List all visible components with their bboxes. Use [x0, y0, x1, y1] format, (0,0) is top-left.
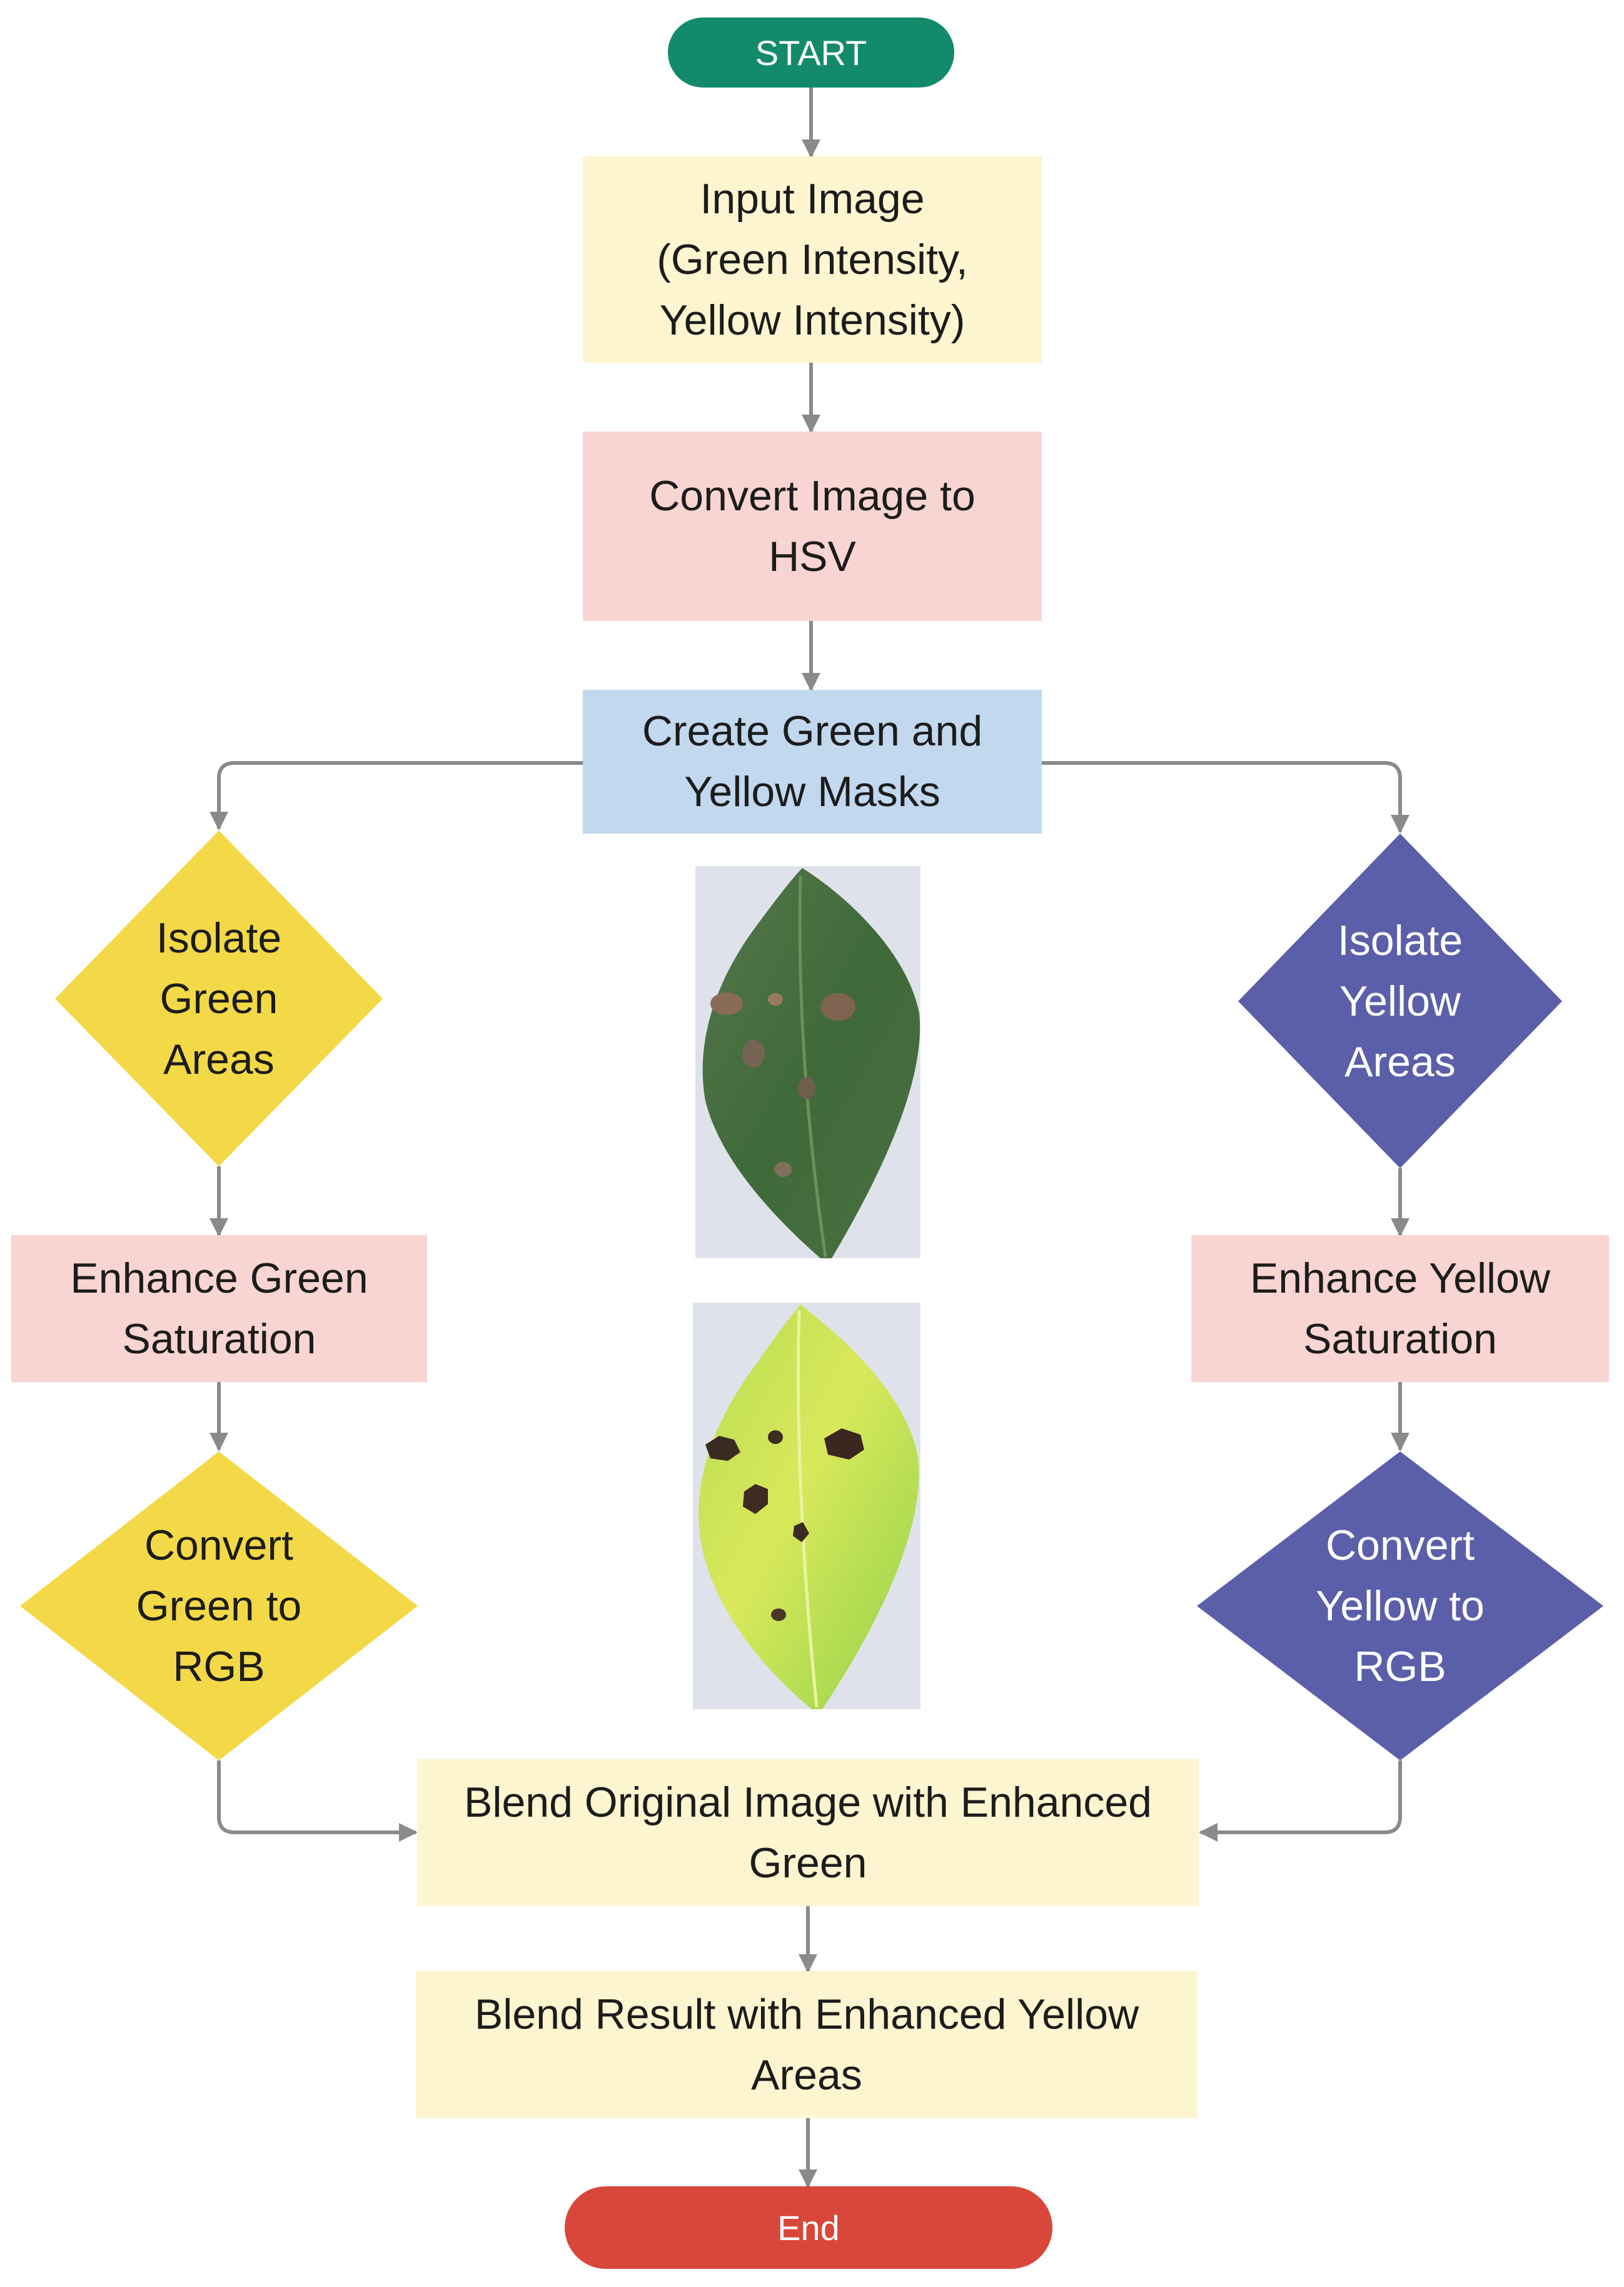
leaf-original-spot [774, 1162, 792, 1177]
connector-convert-green-blend [217, 1760, 418, 1842]
isolate-green-label: Isolate Green Areas [156, 914, 282, 1083]
enhance-green-node[interactable]: Enhance Green Saturation [11, 1235, 427, 1382]
leaf-enhanced-spot [824, 1428, 864, 1460]
end-label: End [777, 2208, 840, 2248]
leaf-enhanced-spot [768, 1430, 783, 1444]
end-node[interactable]: End [565, 2186, 1052, 2269]
leaf-photo-original [695, 866, 920, 1258]
connector-masks-isolate-green [209, 761, 583, 830]
leaf-original-spot [710, 992, 743, 1015]
start-node[interactable]: START [668, 18, 954, 88]
leaf-enhanced-spot [771, 1608, 786, 1621]
convert-hsv-node[interactable]: Convert Image to HSV [583, 432, 1042, 621]
leaf-enhanced-spot [793, 1522, 809, 1542]
enhance-yellow-label: Enhance Yellow Saturation [1249, 1254, 1551, 1363]
convert-yellow-diamond [1197, 1451, 1603, 1760]
isolate-green-diamond [55, 830, 383, 1166]
input-image-label: Input Image (Green Intensity, Yellow Int… [657, 174, 968, 344]
leaf-photo-enhanced [693, 1303, 920, 1709]
isolate-yellow-diamond [1238, 834, 1562, 1168]
leaf-enhanced-shape [699, 1305, 919, 1709]
enhance-yellow-node[interactable]: Enhance Yellow Saturation [1191, 1235, 1609, 1382]
blend-original-label: Blend Original Image with Enhanced Green [464, 1778, 1152, 1887]
enhance-green-label: Enhance Green Saturation [70, 1254, 368, 1363]
leaf-enhanced-midrib [797, 1310, 819, 1708]
leaf-original-spot [798, 1077, 815, 1099]
convert-green-label: Convert Green to RGB [136, 1521, 302, 1690]
connector-convert-yellow-blend [1199, 1760, 1402, 1842]
connectors [209, 88, 1410, 2188]
blend-original-node[interactable]: Blend Original Image with Enhanced Green [417, 1759, 1199, 1906]
leaf-original-spot [820, 993, 855, 1021]
create-masks-node[interactable]: Create Green and Yellow Masks [583, 690, 1042, 834]
create-masks-label: Create Green and Yellow Masks [642, 707, 983, 815]
leaf-original-spot [742, 1040, 765, 1068]
convert-green-diamond [20, 1451, 418, 1760]
leaf-enhanced-spot [705, 1436, 740, 1461]
connector-masks-isolate-yellow [1042, 761, 1410, 834]
input-image-node[interactable]: Input Image (Green Intensity, Yellow Int… [583, 156, 1042, 363]
convert-hsv-label: Convert Image to HSV [649, 472, 976, 580]
leaf-original-midrib [798, 875, 827, 1258]
isolate-yellow-label: Isolate Yellow Areas [1337, 916, 1463, 1086]
blend-result-label: Blend Result with Enhanced Yellow Areas [474, 1990, 1139, 2099]
leaf-original-shape [702, 868, 920, 1258]
convert-yellow-label: Convert Yellow to RGB [1316, 1521, 1485, 1690]
start-label: START [755, 33, 867, 73]
leaf-enhanced-spot [743, 1484, 768, 1514]
blend-result-node[interactable]: Blend Result with Enhanced Yellow Areas [416, 1971, 1198, 2118]
leaf-original-spot [768, 993, 783, 1006]
